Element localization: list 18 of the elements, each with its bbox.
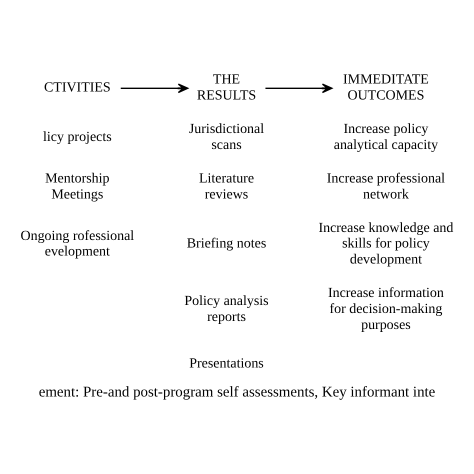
caption: ement: Pre-and post-program self assessments, Key informant inte <box>38 384 436 401</box>
arrow <box>120 83 188 94</box>
node-text: THE RESULTS <box>196 72 256 104</box>
label: Mentorship Meetings <box>45 171 110 202</box>
node-text: IMMEDITATE OUTCOMES <box>343 72 429 104</box>
label: licy projects <box>43 130 112 145</box>
label: Literature reviews <box>198 171 254 202</box>
label: Increase policy analytical capacity <box>334 122 438 153</box>
label: Ongoing rofessional evelopment <box>20 228 134 260</box>
label: Presentations <box>189 356 264 372</box>
label: Increase professional network <box>326 171 446 202</box>
label: Increase information for decision-making purposes <box>328 286 444 333</box>
arrow <box>265 83 332 94</box>
label: Briefing notes <box>186 236 266 252</box>
node-text: CTIVITIES <box>44 80 111 96</box>
label: Jurisdictional scans <box>188 122 264 153</box>
label: Policy analysis reports <box>184 294 269 325</box>
label: Increase knowledge and skills for policy development <box>318 220 454 268</box>
